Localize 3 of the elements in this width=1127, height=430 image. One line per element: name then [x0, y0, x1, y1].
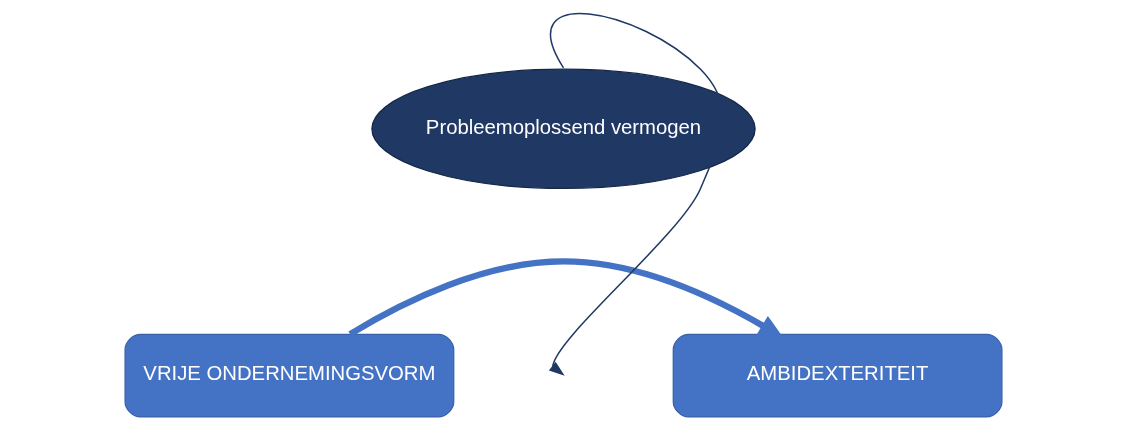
node-ellipse: Probleemoplossend vermogen	[371, 68, 756, 190]
node-box: VRIJE ONDERNEMINGSVORM	[124, 333, 455, 418]
node-box: AMBIDEXTERITEIT	[672, 333, 1003, 418]
